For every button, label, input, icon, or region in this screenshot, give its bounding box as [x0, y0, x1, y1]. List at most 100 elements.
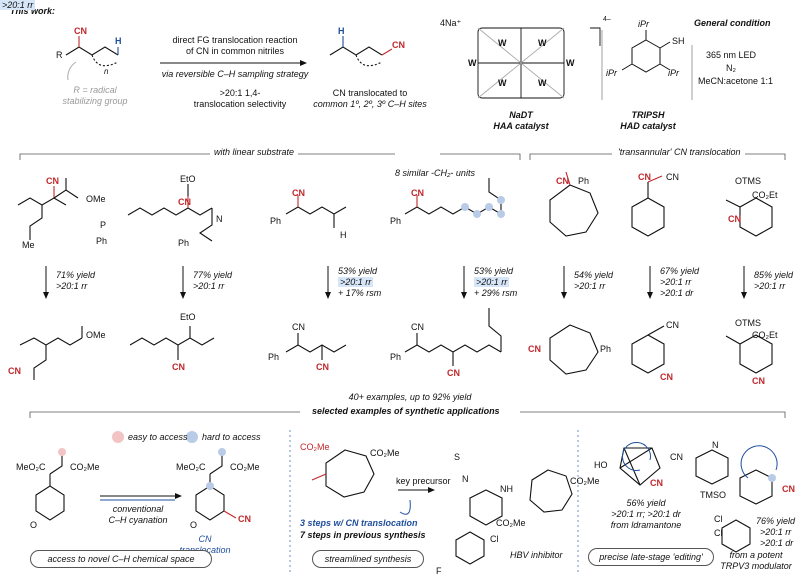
- trpv-1: from a potent: [729, 550, 783, 560]
- prod7-cn: CN: [752, 376, 765, 386]
- prod1-cn: CN: [8, 366, 21, 376]
- ipr-right: iPr: [668, 68, 679, 78]
- yield-1: 71% yield: [56, 270, 96, 280]
- charge-label: 4–: [603, 16, 611, 23]
- sub2-ph: Ph: [96, 236, 108, 246]
- hbv-inhibitor: HBV inhibitor: [510, 550, 563, 560]
- sub4-similar: 8 similar -CH₂- units: [395, 168, 475, 178]
- app4-cn: CN: [782, 484, 795, 494]
- prod3-ph: Ph: [268, 352, 280, 362]
- w-atom-3: W: [468, 58, 477, 68]
- app2-co2me: CO₂Me: [370, 448, 400, 458]
- cn-translocation-1: CN: [198, 534, 212, 544]
- prod7-otms: OTMS: [735, 318, 761, 328]
- w-atom-6: W: [538, 78, 547, 88]
- rsm-4: + 29% rsm: [474, 288, 518, 298]
- prod1-ome: OMe: [86, 330, 106, 340]
- examples-note: 40+ examples, up to 92% yield: [348, 392, 472, 402]
- app1-meo2c: MeO₂C: [16, 462, 46, 472]
- rr-4-highlight: >20:1 rr: [474, 277, 510, 287]
- prod3-cn-new: CN: [316, 362, 329, 372]
- app4-n: N: [712, 440, 719, 450]
- steps-with-translocation: 3 steps w/ CN translocation: [300, 518, 418, 528]
- r-note-2: stabilizing group: [62, 96, 128, 106]
- sub3-h: H: [340, 230, 347, 240]
- sub4-cn: CN: [411, 188, 424, 198]
- condition-solvent: MeCN:acetone 1:1: [698, 76, 774, 86]
- y56-2: >20:1 rr; >20:1 dr: [611, 509, 681, 519]
- sub3-ph: Ph: [270, 216, 282, 226]
- app3-ho: HO: [594, 460, 608, 470]
- condition-light: 365 nm LED: [706, 50, 757, 60]
- sub2-ph2: Ph: [178, 238, 190, 248]
- app3-cn-new: CN: [650, 478, 663, 488]
- dr-6: >20:1 dr: [660, 288, 694, 298]
- app4-tmso: TMSO: [700, 490, 726, 500]
- rr-6: >20:1 rr: [660, 277, 692, 287]
- arrow-text-2: of CN in common nitriles: [185, 46, 285, 56]
- sub6-cn-b: CN: [666, 172, 679, 182]
- yield-3: 53% yield: [338, 266, 378, 276]
- y76-3: >20:1 dr: [760, 538, 794, 548]
- sub2-cn: CN: [178, 197, 191, 207]
- y76-1: 76% yield: [756, 516, 796, 526]
- hbv-f: F: [436, 566, 442, 576]
- section-applications: selected examples of synthetic applicati…: [308, 406, 504, 417]
- sh-label: SH: [672, 36, 685, 46]
- arrow-text-1: direct FG translocation reaction: [172, 35, 298, 45]
- sub6-cn-a: CN: [638, 172, 651, 182]
- yield-4: 53% yield: [474, 266, 514, 276]
- selectivity-2: translocation selectivity: [193, 99, 287, 109]
- translocated-1: CN translocated to: [332, 88, 408, 98]
- section-linear: with linear substrate: [210, 147, 299, 158]
- rr-7: >20:1 rr: [754, 281, 786, 291]
- hbv-nh: NH: [500, 484, 513, 494]
- rr-2: >20:1 rr: [193, 281, 225, 291]
- app2-co2me-red: CO₂Me: [300, 442, 330, 452]
- this-work-label: This work:: [10, 6, 56, 16]
- conventional-1: conventional: [112, 504, 164, 514]
- pill-late-stage: precise late-stage 'editing': [588, 548, 714, 566]
- prod2-oet: EtO: [180, 312, 196, 322]
- h-label-end: H: [338, 26, 345, 36]
- r-note-1: R = radical: [73, 85, 117, 95]
- app1b-co2me: CO₂Me: [230, 462, 260, 472]
- prod6-cn-new: CN: [660, 372, 673, 382]
- haa-label: HAA catalyst: [493, 121, 549, 131]
- steps-previous: 7 steps in previous synthesis: [300, 530, 426, 540]
- app1b-meo2c: MeO₂C: [176, 462, 206, 472]
- sub7-otms: OTMS: [735, 176, 761, 186]
- app1b-o: O: [190, 520, 198, 530]
- prod5-ph: Ph: [600, 344, 612, 354]
- key-precursor: key precursor: [396, 476, 451, 486]
- w-atom-1: W: [498, 38, 507, 48]
- rr-1: >20:1 rr: [56, 281, 88, 291]
- yield-6: 67% yield: [660, 266, 700, 276]
- nadt-label: NaDT: [509, 110, 533, 120]
- prod2-cn: CN: [172, 362, 185, 372]
- yield-7: 85% yield: [754, 270, 794, 280]
- rr-3-highlight: >20:1 rr: [338, 277, 374, 287]
- hbv-co2me: CO₂Me: [570, 476, 600, 486]
- hbv-cl: Cl: [490, 534, 499, 544]
- sub2-p: P: [100, 220, 107, 230]
- hbv-s: S: [454, 452, 461, 462]
- legend-easy: easy to access: [128, 432, 188, 442]
- legend-hard: hard to access: [202, 432, 261, 442]
- tripsh-label: TRIPSH: [631, 110, 665, 120]
- pill-chemical-space: access to novel C–H chemical space: [30, 550, 212, 568]
- w-atom-4: W: [566, 58, 575, 68]
- ipr-top: iPr: [638, 19, 649, 29]
- yield-2: 77% yield: [193, 270, 233, 280]
- app4-cl-2: Cl: [714, 528, 723, 538]
- general-condition-title: General condition: [694, 18, 771, 28]
- h-label-start: H: [115, 36, 122, 46]
- sub5-ph: Ph: [578, 176, 590, 186]
- sub1-me: Me: [22, 240, 35, 250]
- prod7-co2et: CO₂Et: [752, 330, 778, 340]
- sub7-cn: CN: [728, 214, 741, 224]
- app3-cn: CN: [670, 452, 683, 462]
- selectivity-1: >20:1 1,4-: [219, 88, 261, 98]
- rr-3: >20:1 rr: [0, 0, 36, 10]
